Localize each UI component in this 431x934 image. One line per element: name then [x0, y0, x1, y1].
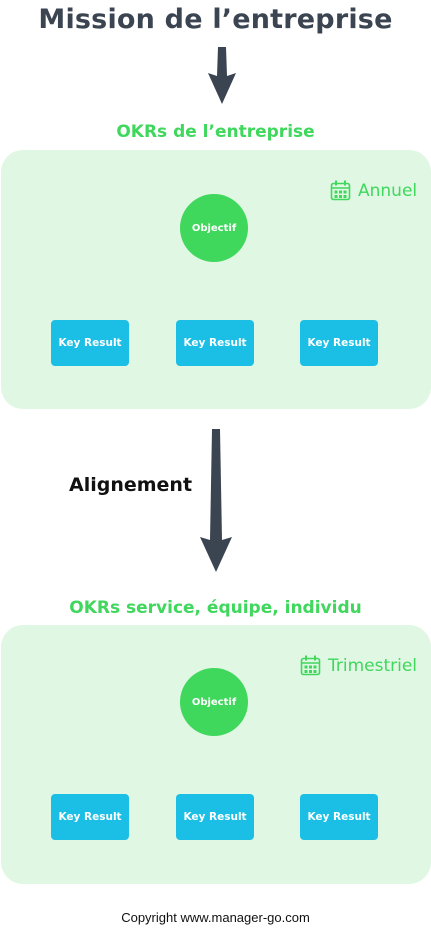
alignment-label: Alignement: [69, 474, 193, 496]
calendar-icon: [300, 655, 321, 676]
down-arrow-top: [208, 47, 236, 104]
team-okrs-heading: OKRs service, équipe, individu: [69, 598, 362, 618]
calendar-icon: [330, 180, 351, 201]
page-title: Mission de l’entreprise: [38, 4, 393, 35]
team-period: Trimestriel: [300, 655, 417, 676]
team-period-label: Trimestriel: [328, 655, 418, 676]
company-objective-node: Objectif: [180, 194, 248, 262]
company-key-result-1: Key Result: [51, 320, 129, 366]
copyright-text: Copyright www.manager-go.com: [121, 910, 310, 925]
company-period-label: Annuel: [358, 180, 418, 201]
company-key-result-2: Key Result: [176, 320, 254, 366]
team-key-result-1: Key Result: [51, 794, 129, 840]
team-objective-node: Objectif: [180, 668, 248, 736]
company-okrs-heading: OKRs de l’entreprise: [116, 122, 315, 142]
team-key-result-2: Key Result: [176, 794, 254, 840]
alignment-arrow: [200, 429, 232, 572]
company-period: Annuel: [330, 180, 417, 201]
company-key-result-3: Key Result: [300, 320, 378, 366]
team-key-result-3: Key Result: [300, 794, 378, 840]
